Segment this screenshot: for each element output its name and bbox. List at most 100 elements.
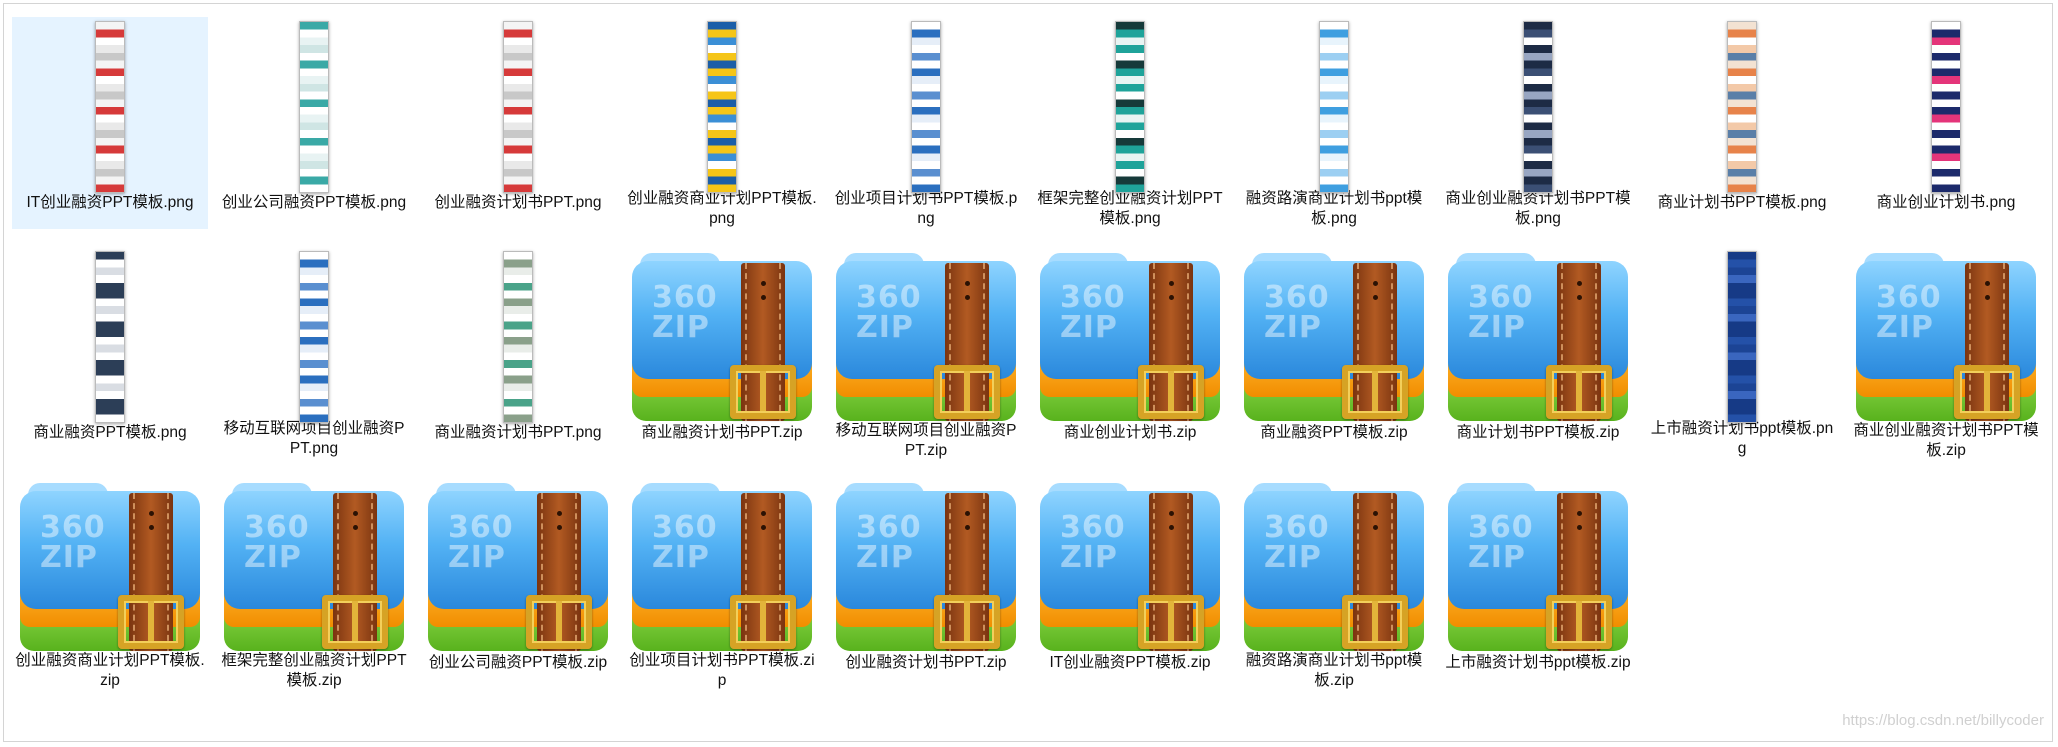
file-name-label: 商业融资PPT模板.png [33, 424, 187, 441]
file-item-png[interactable]: 移动互联网项目创业融资PPT.png [216, 247, 412, 459]
zip-icon-label-line: 360 [448, 510, 514, 545]
file-item-png[interactable]: 创业公司融资PPT模板.png [216, 17, 412, 229]
zip-icon-label-line: 360 [40, 510, 106, 545]
file-item-png[interactable]: 商业创业融资计划书PPT模板.png [1440, 17, 1636, 229]
zip-icon-strap-hole [761, 281, 766, 286]
file-name-label: 框架完整创业融资计划PPT模板.png [1037, 190, 1223, 227]
zip-icon-buckle [526, 595, 592, 649]
file-item-png[interactable]: 创业融资计划书PPT.png [420, 17, 616, 229]
file-item-png[interactable]: IT创业融资PPT模板.png [12, 17, 208, 229]
zip-icon-label-line: 360 [1060, 510, 1126, 545]
zip-icon-label-line: 360 [1264, 510, 1330, 545]
file-name-label: IT创业融资PPT模板.zip [1049, 654, 1211, 671]
file-item-png[interactable]: 创业融资商业计划PPT模板.png [624, 17, 820, 229]
zip-icon-label-line: 360 [244, 510, 310, 545]
zip-icon-buckle-prong [1372, 601, 1378, 641]
file-thumbnail [420, 17, 616, 197]
zip-icon-strap-hole [1577, 295, 1582, 300]
file-item-png[interactable]: 上市融资计划书ppt模板.png [1644, 247, 1840, 459]
png-thumbnail [1727, 21, 1757, 193]
file-name-label: 商业融资计划书PPT.zip [641, 424, 803, 441]
zip-icon-label-line: ZIP [1468, 310, 1526, 345]
zip-icon-label-line: 360 [1060, 280, 1126, 315]
zip-icon-buckle [934, 595, 1000, 649]
file-item-png[interactable]: 创业项目计划书PPT模板.png [828, 17, 1024, 229]
zip-icon-strap-hole [557, 511, 562, 516]
file-name-label: 创业公司融资PPT模板.png [221, 194, 407, 211]
zip-icon-strap-hole [1985, 281, 1990, 286]
file-name-label: 创业融资计划书PPT.png [434, 194, 602, 211]
png-thumbnail [299, 21, 329, 193]
file-thumbnail [1644, 17, 1840, 197]
zip-icon-buckle [1546, 365, 1612, 419]
file-item-png[interactable]: 融资路演商业计划书ppt模板.png [1236, 17, 1432, 229]
file-name-label: 上市融资计划书ppt模板.zip [1445, 654, 1631, 671]
file-thumbnail [828, 17, 1024, 193]
file-item-png[interactable]: 商业融资计划书PPT.png [420, 247, 616, 459]
zip-icon-strap-hole [353, 525, 358, 530]
zip-icon-label-line: 360 [1264, 280, 1330, 315]
zip-icon-strap-hole [1169, 511, 1174, 516]
zip-icon-label-line: 360 [1468, 280, 1534, 315]
zip-icon-strap-hole [1577, 511, 1582, 516]
file-item-png[interactable]: 框架完整创业融资计划PPT模板.png [1032, 17, 1228, 229]
zip-icon-buckle-prong [1984, 371, 1990, 411]
file-grid: IT创业融资PPT模板.png 创业公司融资PPT模板.png 创业融资计划书PPT… [12, 17, 2052, 707]
zip-icon-strap-hole [761, 525, 766, 530]
zip-icon-buckle-prong [352, 601, 358, 641]
zip-icon-label-line: ZIP [448, 540, 506, 575]
png-thumbnail [95, 251, 125, 423]
zip-icon-label-line: ZIP [652, 310, 710, 345]
file-thumbnail [624, 17, 820, 193]
zip-icon-buckle-prong [964, 601, 970, 641]
zip-icon-label-line: ZIP [40, 540, 98, 575]
file-thumbnail [1848, 17, 2044, 197]
file-name-label: 移动互联网项目创业融资PPT.png [223, 420, 405, 457]
file-item-png[interactable]: 商业计划书PPT模板.png [1644, 17, 1840, 229]
zip-icon-label-line: ZIP [652, 540, 710, 575]
zip-icon-strap-hole [353, 511, 358, 516]
file-item-png[interactable]: 商业创业计划书.png [1848, 17, 2044, 229]
zip-icon-buckle-prong [1372, 371, 1378, 411]
zip-icon-label-line: 360 [652, 510, 718, 545]
file-name-label: 创业融资计划书PPT.zip [845, 654, 1007, 671]
file-item-png[interactable]: 商业融资PPT模板.png [12, 247, 208, 459]
file-name-label: 商业创业融资计划书PPT模板.zip [1853, 422, 2039, 459]
zip-icon-strap-hole [965, 281, 970, 286]
zip-icon-strap-hole [1373, 525, 1378, 530]
file-name-label: 商业融资计划书PPT.png [434, 424, 602, 441]
file-name-label: 商业计划书PPT模板.png [1657, 194, 1827, 211]
